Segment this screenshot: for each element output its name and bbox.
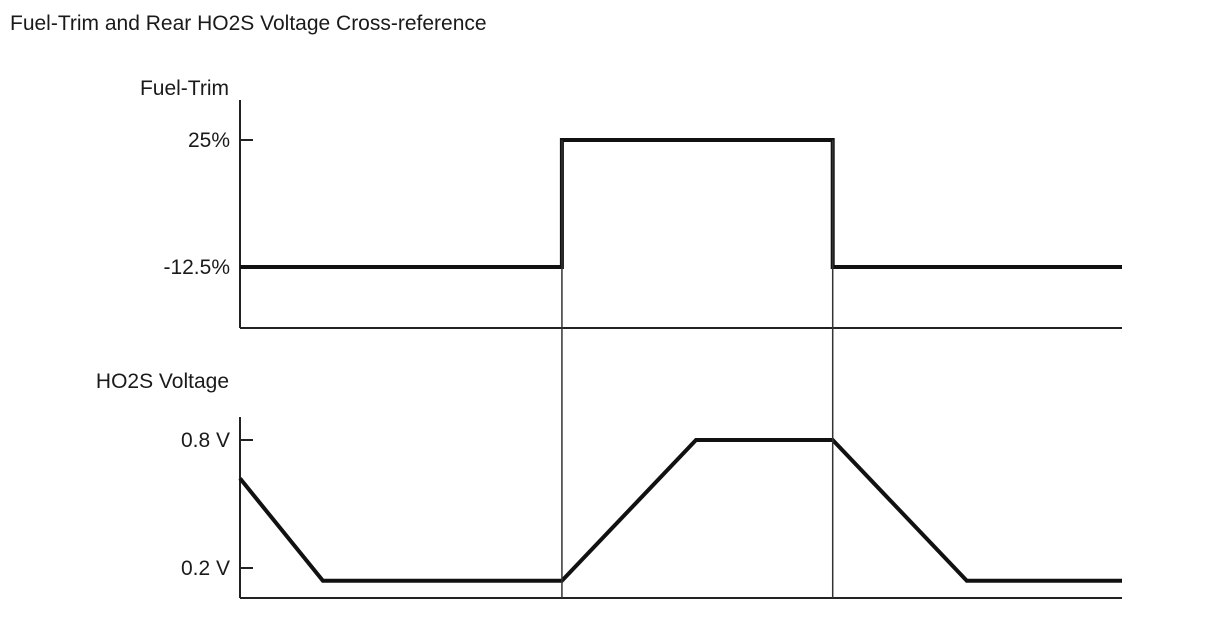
panel-1: Fuel-Trim 25% -12.5% [140, 77, 1122, 329]
panel-1-tick-label-2: -12.5% [163, 256, 230, 279]
panel-2-ylabel: HO2S Voltage [96, 370, 229, 393]
chart-panels: Fuel-Trim 25% -12.5% HO2S Voltage 0.8 V 0.2 V [96, 77, 1122, 599]
panel-1-series-1 [240, 138, 1122, 269]
chart-title: Fuel-Trim and Rear HO2S Voltage Cross-re… [10, 12, 487, 35]
time-marker-lines [561, 140, 834, 598]
panel-2-tick-label-1: 0.8 V [181, 429, 230, 452]
panel-1-tick-label-1: 25% [188, 129, 230, 152]
panel-2-tick-label-2: 0.2 V [181, 557, 230, 580]
panel-2-series-1 [238, 438, 1122, 583]
panel-2: HO2S Voltage 0.8 V 0.2 V [96, 370, 1122, 599]
panel-1-ylabel: Fuel-Trim [140, 77, 229, 100]
